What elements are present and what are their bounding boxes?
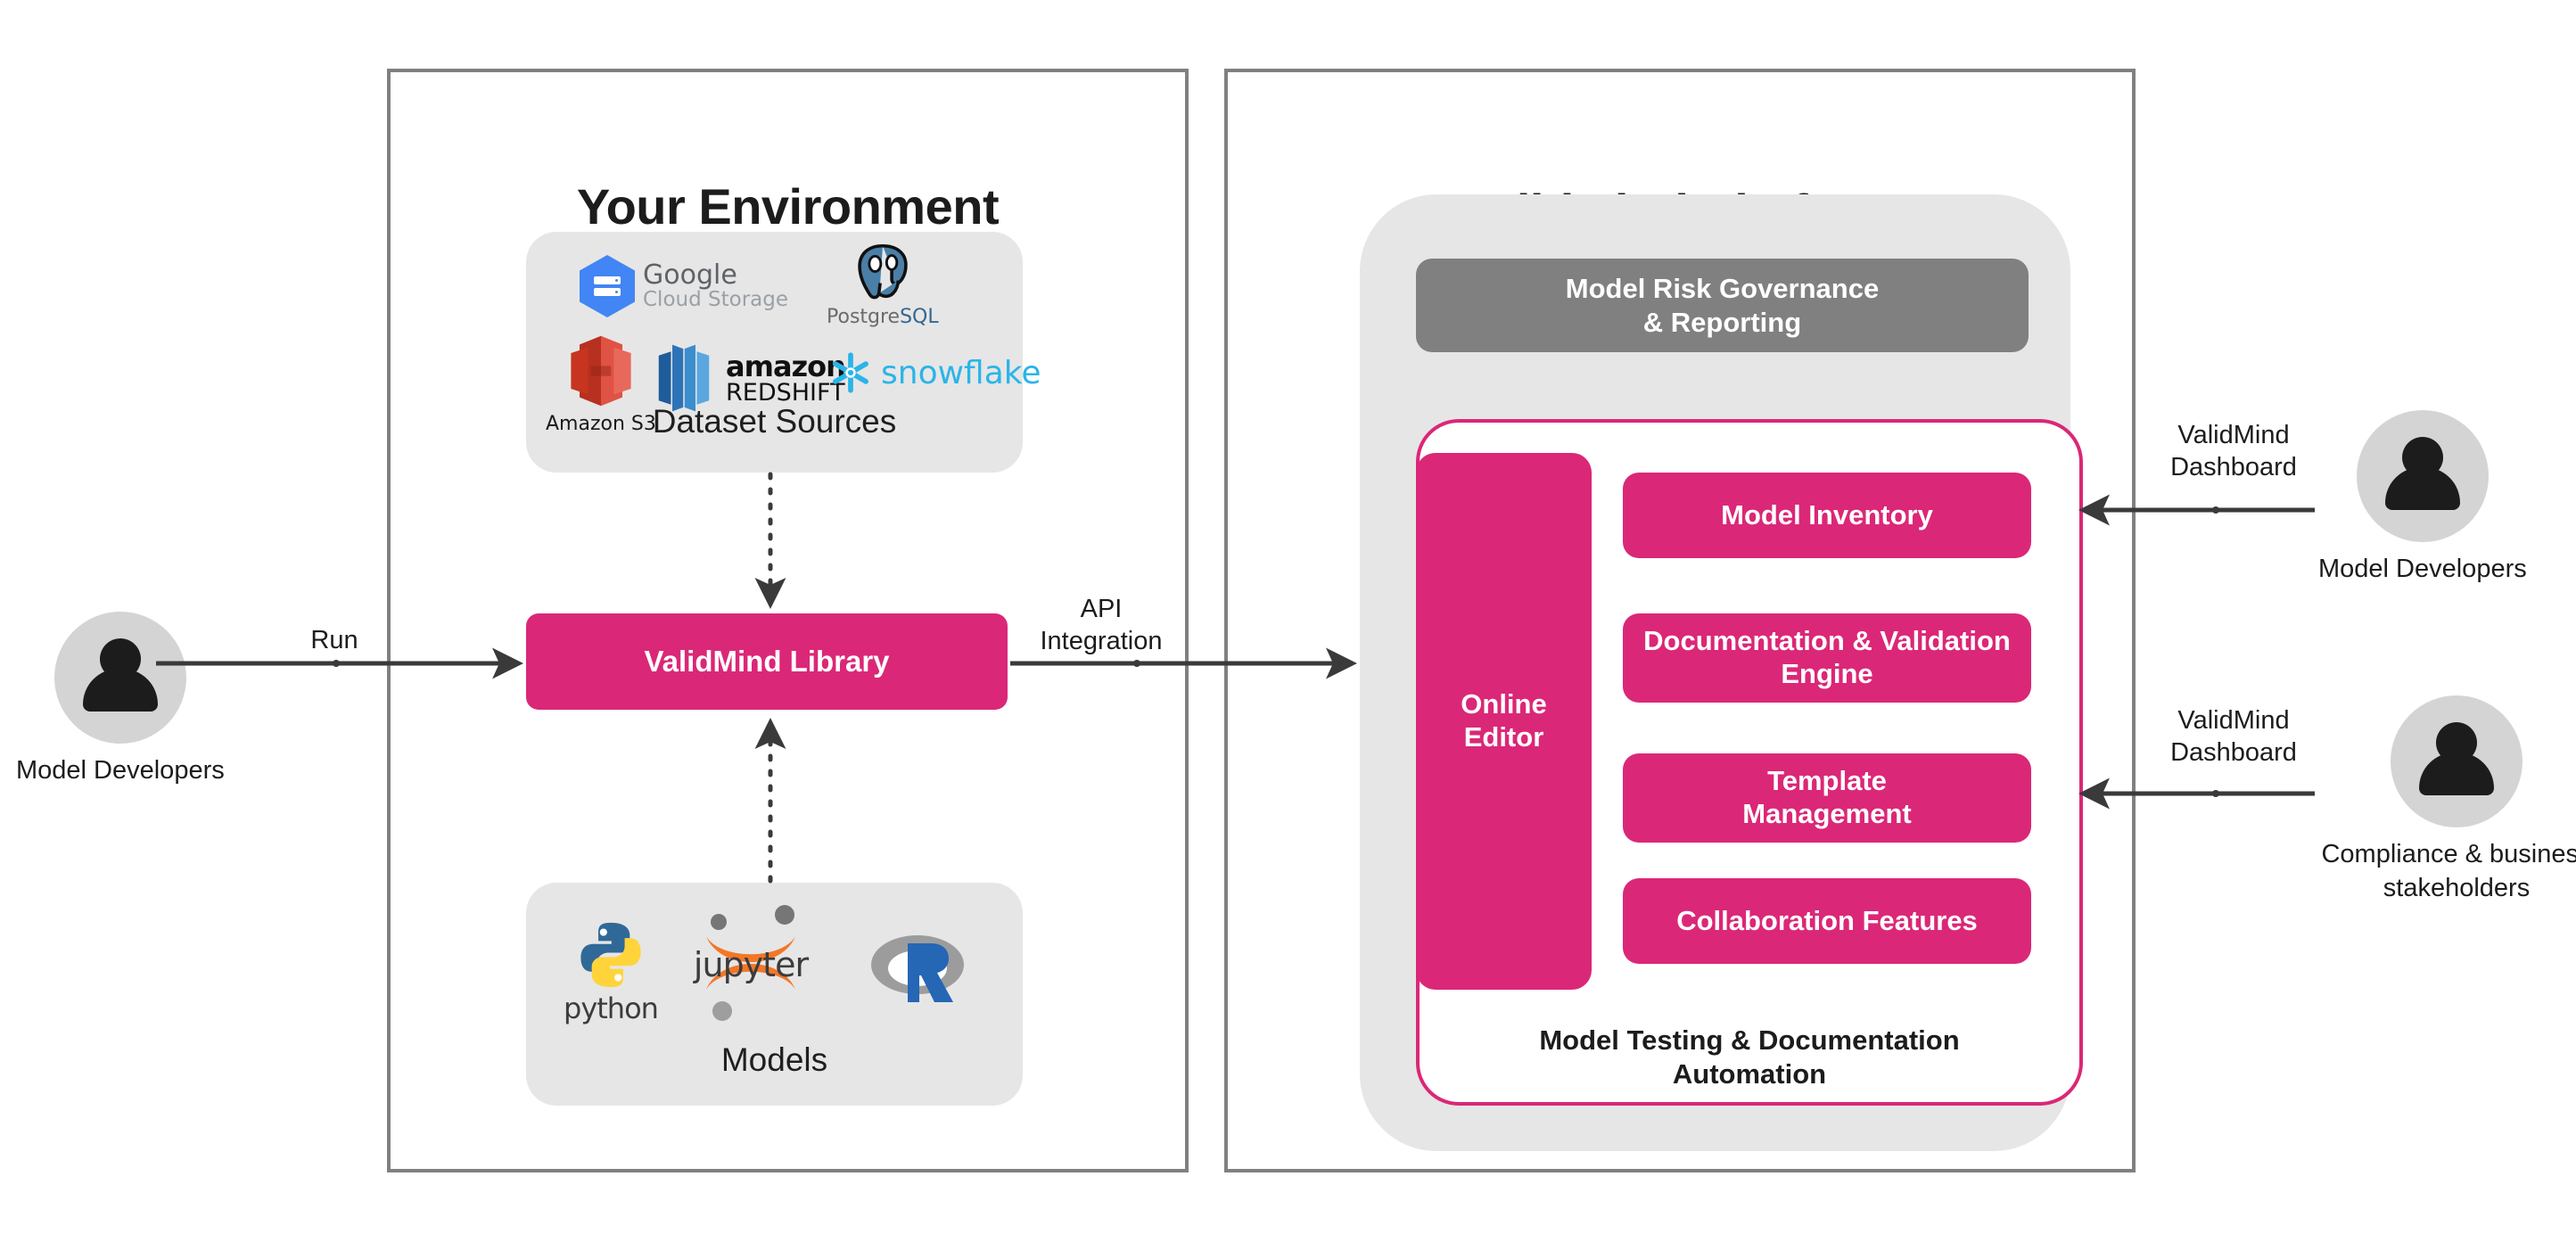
jupyter-label: jupyter: [693, 945, 809, 984]
collaboration-label: Collaboration Features: [1676, 904, 1978, 936]
api-line1: API: [1080, 595, 1123, 623]
google-cloud-hex-icon: [580, 255, 635, 317]
python-label: python: [564, 991, 659, 1025]
documentation-validation-engine-box[interactable]: Documentation & Validation Engine: [1623, 613, 2031, 703]
connector-label-api-integration: API Integration: [1025, 593, 1177, 658]
docval-line1: Documentation & Validation: [1643, 625, 2011, 657]
amazon-s3-bucket-icon: [571, 335, 631, 407]
postgres-label-a: Postgre: [827, 306, 901, 328]
google-cloud-storage-logo: Google Cloud Storage: [580, 255, 788, 317]
redshift-line2: REDSHIFT: [726, 378, 845, 407]
persona-compliance-business-stakeholders: Compliance & business stakeholders: [2318, 695, 2576, 905]
persona-label: Compliance & business stakeholders: [2321, 840, 2576, 902]
r-logo: [868, 926, 967, 1011]
snowflake-icon: [832, 352, 869, 393]
gcs-line1: Google: [643, 259, 737, 291]
amazon-s3-logo: Amazon S3: [546, 332, 656, 435]
avatar: [53, 612, 186, 744]
connector-label-dashboard-developers: ValidMind Dashboard: [2136, 419, 2332, 484]
avatar: [2356, 410, 2489, 542]
dataset-sources-card: Google Cloud Storage PostgreSQL: [526, 232, 1041, 473]
docval-line2: Engine: [1781, 658, 1873, 689]
persona-model-developers-left: Model Developers: [16, 612, 225, 788]
model-risk-governance-box[interactable]: Model Risk Governance & Reporting: [1416, 259, 2029, 352]
online-editor-line2: Editor: [1463, 721, 1544, 753]
model-inventory-box[interactable]: Model Inventory: [1623, 473, 2031, 558]
snowflake-label: snowflake: [881, 354, 1041, 391]
template-line1: Template: [1767, 765, 1887, 797]
validmind-library-label: ValidMind Library: [644, 644, 890, 678]
validmind-library-box[interactable]: ValidMind Library: [526, 613, 1008, 710]
automation-caption-line1: Model Testing & Documentation: [1539, 1024, 1960, 1056]
template-management-box[interactable]: Template Management: [1623, 753, 2031, 843]
postgresql-logo: PostgreSQL: [827, 241, 939, 328]
dashboard-line1: ValidMind: [2177, 421, 2290, 449]
persona-label: Model Developers: [16, 756, 225, 785]
dashboard-line2: Dashboard: [2170, 453, 2297, 482]
redshift-cluster-icon: [658, 344, 710, 412]
persona-model-developers-right: Model Developers: [2318, 410, 2527, 587]
jupyter-logo: jupyter: [688, 897, 813, 1031]
dataset-sources-caption: Dataset Sources: [652, 403, 897, 440]
online-editor-line1: Online: [1461, 688, 1547, 720]
python-logo: python: [564, 918, 659, 1025]
models-card: python jupyter Models: [526, 883, 1023, 1106]
governance-line2: & Reporting: [1642, 306, 1802, 338]
dashboard-line2: Dashboard: [2170, 738, 2297, 768]
connector-label-run: Run: [310, 626, 358, 654]
postgres-label-b: SQL: [900, 306, 939, 328]
models-caption: Models: [720, 1041, 828, 1078]
gcs-line2: Cloud Storage: [643, 287, 788, 311]
redshift-line1: amazon: [726, 349, 846, 383]
amazon-redshift-logo: amazon REDSHIFT: [651, 341, 846, 415]
online-editor-box[interactable]: Online Editor: [1416, 453, 1592, 990]
avatar: [2391, 695, 2523, 827]
collaboration-features-box[interactable]: Collaboration Features: [1623, 878, 2031, 964]
your-environment-title: Your Environment: [576, 178, 1000, 234]
snowflake-logo: snowflake: [827, 350, 1041, 396]
automation-caption: Model Testing & Documentation Automation: [1416, 1024, 2083, 1091]
amazon-s3-label: Amazon S3: [546, 413, 656, 435]
python-icon: [580, 922, 641, 988]
api-line2: Integration: [1040, 627, 1163, 656]
template-line2: Management: [1742, 798, 1912, 829]
automation-caption-line2: Automation: [1672, 1057, 1827, 1090]
jupyter-icon: [706, 905, 795, 1021]
governance-line1: Model Risk Governance: [1565, 272, 1880, 304]
postgres-elephant-icon: [851, 241, 915, 305]
r-icon: [871, 935, 964, 1002]
connector-label-dashboard-compliance: ValidMind Dashboard: [2136, 704, 2332, 769]
dashboard-line1: ValidMind: [2177, 706, 2290, 735]
persona-label: Model Developers: [2318, 555, 2527, 583]
model-inventory-label: Model Inventory: [1721, 498, 1933, 531]
